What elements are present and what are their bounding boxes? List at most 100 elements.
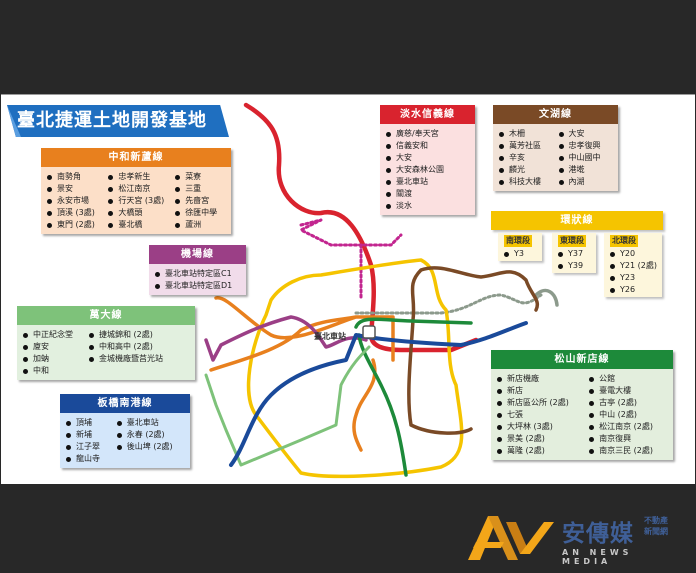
list-item: 後山埤 (2處) <box>117 441 184 453</box>
legend-column: 公館 臺電大樓 古亭 (2處) 中山 (2處) 松江南京 (2處) 南京復興 南… <box>589 373 667 457</box>
legend-column: 廣慈/奉天宮 信義安和 大安 大安森林公園 臺北車站 關渡 淡水 <box>386 128 469 212</box>
legend-circular-north: 北環段 Y20 Y21 (2處) Y23 Y26 <box>604 233 662 297</box>
list-item: Y39 <box>558 260 590 272</box>
an-logo-icon <box>468 516 554 560</box>
segment-title: 北環段 <box>610 235 638 247</box>
list-item: 菜寮 <box>175 171 225 183</box>
list-item: 新店區公所 (2處) <box>497 397 583 409</box>
legend-column: 南勢角 景安 永安市場 頂溪 (3處) 東門 (2處) <box>47 171 102 231</box>
segment-title: 南環段 <box>504 235 532 247</box>
list-item: 內湖 <box>559 176 613 188</box>
legend-songshan-xindian: 松山新店線 新店機廠 新店 新店區公所 (2處) 七張 大坪林 (3處) 景美 … <box>491 350 673 460</box>
list-item: 加蚋 <box>23 353 83 365</box>
list-item: 辛亥 <box>499 152 553 164</box>
list-item: 三重 <box>175 183 225 195</box>
list-item: 中正紀念堂 <box>23 329 83 341</box>
logo-subtitle: 不動產 新聞網 <box>644 515 676 537</box>
list-item: 古亭 (2處) <box>589 397 667 409</box>
list-item: 科技大樓 <box>499 176 553 188</box>
segment-title: 東環段 <box>558 235 586 247</box>
legend-header: 淡水信義線 <box>380 105 475 124</box>
map-canvas: 臺北捷運土地開發基地 中和新蘆線 南勢角 景安 永安市場 頂溪 (3處) 東門 … <box>1 94 695 484</box>
page-title: 臺北捷運土地開發基地 <box>7 105 229 137</box>
legend-column: 菜寮 三重 先嗇宮 徐匯中學 蘆洲 <box>175 171 225 231</box>
songshan-xindian-route <box>354 317 473 477</box>
legend-tamsui-xinyi: 淡水信義線 廣慈/奉天宮 信義安和 大安 大安森林公園 臺北車站 關渡 淡水 <box>380 105 475 215</box>
list-item: 行天宮 (3處) <box>108 195 169 207</box>
station-label-taipei-main: 臺北車站 <box>314 332 346 341</box>
list-item: 金城機廠暨莒光站 <box>89 353 189 365</box>
legend-header: 松山新店線 <box>491 350 673 369</box>
list-item: 七張 <box>497 409 583 421</box>
list-item: 南勢角 <box>47 171 102 183</box>
wenhu-route <box>407 266 539 435</box>
list-item: Y37 <box>558 248 590 260</box>
list-item: 大坪林 (3處) <box>497 421 583 433</box>
list-item: 信義安和 <box>386 140 469 152</box>
metro-network-map <box>204 102 559 479</box>
legend-bannan: 板橋南港線 頂埔 新埔 江子翠 龍山寺 臺北車站 永春 (2處) 後山埤 (2處… <box>60 394 190 468</box>
list-item: Y23 <box>610 272 656 284</box>
list-item: 東門 (2處) <box>47 219 102 231</box>
logo-chinese-name: 安傳媒 <box>562 521 634 547</box>
list-item: 麟光 <box>499 164 553 176</box>
list-item: 南京三民 (2處) <box>589 445 667 457</box>
list-item: 臺北車站 <box>386 176 469 188</box>
list-item: 捷城錦和 (2處) <box>89 329 189 341</box>
legend-column: 捷城錦和 (2處) 中和高中 (2處) 金城機廠暨莒光站 <box>89 329 189 377</box>
legend-header: 中和新蘆線 <box>41 148 231 167</box>
list-item: 頂埔 <box>66 417 111 429</box>
circular-route <box>246 258 464 479</box>
list-item: 先嗇宮 <box>175 195 225 207</box>
an-news-media-logo: 安傳媒 不動產 新聞網 AN NEWS MEDIA <box>468 514 688 566</box>
legend-header: 文湖線 <box>493 105 618 124</box>
legend-header: 板橋南港線 <box>60 394 190 413</box>
legend-column: 中正紀念堂 廈安 加蚋 中和 <box>23 329 83 377</box>
taipei-main-station-icon <box>362 325 376 339</box>
list-item: 大橋頭 <box>108 207 169 219</box>
legend-column: 頂埔 新埔 江子翠 龍山寺 <box>66 417 111 465</box>
gray-route <box>534 288 559 307</box>
legend-column: 忠孝新生 松江南京 行天宮 (3處) 大橋頭 臺北橋 <box>108 171 169 231</box>
list-item: 臺北車站特定區D1 <box>155 280 240 292</box>
list-item: 大安 <box>559 128 613 140</box>
legend-column: 大安 忠孝復興 中山國中 港墘 內湖 <box>559 128 613 188</box>
logo-subtitle-line: 新聞網 <box>644 527 668 536</box>
list-item: 龍山寺 <box>66 453 111 465</box>
legend-header: 萬大線 <box>17 306 195 325</box>
list-item: 景安 <box>47 183 102 195</box>
list-item: Y3 <box>504 248 536 260</box>
list-item: 新店機廠 <box>497 373 583 385</box>
airport-route <box>204 315 368 362</box>
list-item: 新店 <box>497 385 583 397</box>
list-item: 景美 (2處) <box>497 433 583 445</box>
list-item: 大安 <box>386 152 469 164</box>
legend-column: 臺北車站 永春 (2處) 後山埤 (2處) <box>117 417 184 465</box>
bannan-route <box>229 321 528 467</box>
legend-header: 機場線 <box>149 245 246 264</box>
list-item: 港墘 <box>559 164 613 176</box>
list-item: 中山 (2處) <box>589 409 667 421</box>
list-item: Y26 <box>610 284 656 296</box>
list-item: 松江南京 (2處) <box>589 421 667 433</box>
zhonghe-xinlu-route <box>209 296 395 452</box>
list-item: 廈安 <box>23 341 83 353</box>
list-item: 公館 <box>589 373 667 385</box>
list-item: 頂溪 (3處) <box>47 207 102 219</box>
list-item: 江子翠 <box>66 441 111 453</box>
list-item: 萬芳社區 <box>499 140 553 152</box>
list-item: Y20 <box>610 248 656 260</box>
legend-wanda: 萬大線 中正紀念堂 廈安 加蚋 中和 捷城錦和 (2處) 中和高中 (2處) 金… <box>17 306 195 380</box>
airport-route-dotted <box>299 218 403 302</box>
legend-column: 臺北車站特定區C1 臺北車站特定區D1 <box>155 268 240 292</box>
list-item: 臺北車站 <box>117 417 184 429</box>
legend-airport: 機場線 臺北車站特定區C1 臺北車站特定區D1 <box>149 245 246 295</box>
list-item: 蘆洲 <box>175 219 225 231</box>
legend-column: 新店機廠 新店 新店區公所 (2處) 七張 大坪林 (3處) 景美 (2處) 萬… <box>497 373 583 457</box>
list-item: Y21 (2處) <box>610 260 657 272</box>
list-item: 永安市場 <box>47 195 102 207</box>
list-item: 廣慈/奉天宮 <box>386 128 469 140</box>
list-item: 中和 <box>23 365 83 377</box>
list-item: 臺北橋 <box>108 219 169 231</box>
list-item: 松江南京 <box>108 183 169 195</box>
